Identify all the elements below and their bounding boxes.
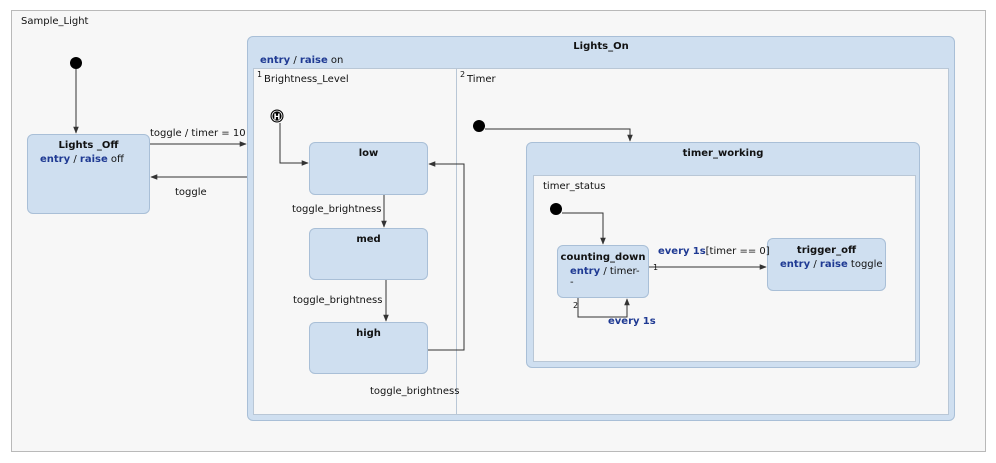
edge-history-low[interactable] bbox=[279, 123, 309, 166]
edge-high-to-low[interactable] bbox=[428, 161, 465, 351]
state-high[interactable]: high bbox=[309, 322, 428, 374]
edge-initial-timer-working[interactable] bbox=[485, 128, 633, 142]
region-brightness-name: Brightness_Level bbox=[264, 74, 349, 85]
label-on-to-off: toggle bbox=[175, 187, 207, 198]
initial-timer-status[interactable] bbox=[550, 203, 562, 215]
counting-down-entry-cont: - bbox=[570, 277, 574, 288]
state-counting-down[interactable]: counting_down entry / timer- - bbox=[557, 245, 649, 298]
label-off-to-on: toggle / timer = 10 bbox=[150, 128, 246, 139]
history-symbol: H bbox=[274, 113, 281, 122]
trigger-off-entry: entry / raise toggle bbox=[780, 259, 883, 270]
counting-down-title: counting_down bbox=[560, 252, 646, 263]
med-title: med bbox=[356, 234, 381, 245]
trigger-off-title: trigger_off bbox=[796, 245, 857, 256]
region-timer-name: Timer bbox=[467, 74, 496, 85]
edge-initial-counting-down[interactable] bbox=[562, 212, 606, 245]
history-ring bbox=[271, 110, 283, 122]
region-timer-status-name: timer_status bbox=[543, 181, 606, 192]
state-trigger-off[interactable]: trigger_off entry / raise toggle bbox=[767, 238, 886, 291]
label-cd-self: every 1s bbox=[608, 316, 656, 327]
label-low-to-med: toggle_brightness bbox=[292, 204, 382, 215]
label-high-to-low: toggle_brightness bbox=[370, 386, 460, 397]
high-title: high bbox=[356, 328, 381, 339]
root-label: Sample_Light bbox=[21, 16, 89, 27]
lights-on-entry: entry / raise on bbox=[260, 55, 344, 66]
region-brightness-index: 1 bbox=[257, 70, 263, 79]
initial-root[interactable] bbox=[70, 57, 82, 69]
history-state[interactable] bbox=[270, 109, 284, 123]
state-lights-off[interactable]: Lights _Off entry / raise off bbox=[27, 134, 150, 214]
lights-off-title: Lights _Off bbox=[58, 140, 119, 151]
initial-timer[interactable] bbox=[473, 120, 485, 132]
label-cd-self-priority: 2 bbox=[573, 301, 579, 310]
label-cd-to-trigger: every 1s[timer == 0] bbox=[658, 246, 770, 257]
state-low[interactable]: low bbox=[309, 142, 428, 195]
label-med-to-high: toggle_brightness bbox=[293, 295, 383, 306]
timer-working-title: timer_working bbox=[682, 148, 764, 159]
label-cd-to-trigger-priority: 1 bbox=[653, 263, 659, 272]
low-title: low bbox=[358, 148, 379, 159]
lights-on-title: Lights_On bbox=[573, 41, 629, 52]
region-timer-index: 2 bbox=[460, 70, 466, 79]
edge-cd-self-loop[interactable] bbox=[577, 298, 630, 318]
state-med[interactable]: med bbox=[309, 228, 428, 280]
lights-off-entry: entry / raise off bbox=[40, 154, 124, 165]
counting-down-entry: entry / timer- bbox=[570, 266, 640, 277]
